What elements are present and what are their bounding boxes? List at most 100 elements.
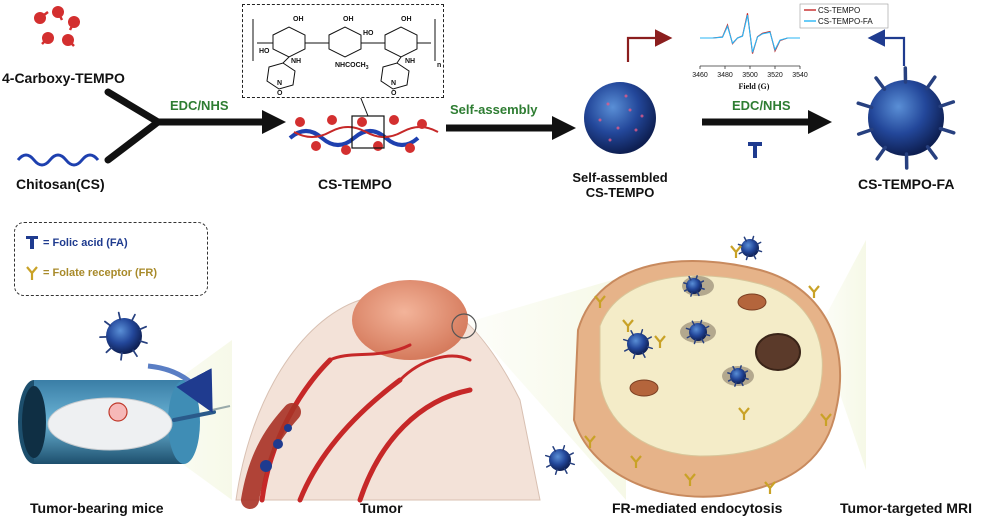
edc-nhs-arrow-2 xyxy=(702,110,832,134)
chem-nh-1: NH xyxy=(291,58,301,65)
label-1h: 1h xyxy=(922,476,937,490)
cs-tempo-fa-nanoparticle-icon xyxy=(856,66,956,170)
fa-ligand-spike xyxy=(756,241,762,246)
fa-ligand-spike xyxy=(734,381,737,387)
legend-folate-receptor: = Folate receptor (FR) xyxy=(43,267,157,279)
injection-arrow xyxy=(147,363,213,413)
fa-ligand-spike xyxy=(874,76,887,91)
chemical-structure-drawing: OH OH OH HO HO NH NH NHCOCH3 n N N O O xyxy=(252,16,441,97)
legend-box: = Folic acid (FA) = Folate receptor (FR) xyxy=(14,222,208,296)
fa-ligand-spike xyxy=(117,311,122,321)
label-self-assembled-line2: CS-TEMPO xyxy=(585,185,655,200)
fa-ligand-spike xyxy=(938,126,956,135)
epr-series-line xyxy=(700,14,800,53)
fa-ligand-spike xyxy=(683,288,689,292)
chem-n-subscript: n xyxy=(437,62,441,69)
epr-red-arrow xyxy=(626,29,673,62)
label-cs-tempo: CS-TEMPO xyxy=(318,176,392,192)
edc-nhs-arrow-1 xyxy=(104,88,266,164)
epr-x-tick-label: 3500 xyxy=(742,72,758,79)
chem-ho-1: HO xyxy=(259,48,270,55)
fa-ligand-spike xyxy=(756,249,763,253)
folate-receptor-icon xyxy=(584,435,596,448)
epr-x-tick-label: 3460 xyxy=(692,72,708,79)
fa-ligand-spike xyxy=(691,320,696,326)
carboxy-tempo-molecules-icon xyxy=(34,6,80,47)
chem-n-radical-1: N xyxy=(277,80,282,87)
fa-ligand-spike xyxy=(104,320,112,327)
mri-pointer-arrow-2 xyxy=(959,387,982,423)
chem-nh-2: NH xyxy=(405,58,415,65)
label-self-assembled-line1: Self-assembled xyxy=(572,170,668,185)
fa-ligand-spike xyxy=(630,330,635,336)
fa-ligand-spike xyxy=(641,352,646,358)
fa-ligand-spike xyxy=(699,280,705,284)
folate-receptor-icon xyxy=(622,319,634,332)
fa-ligand-spike xyxy=(688,275,692,281)
fa-ligand-spike xyxy=(139,340,148,344)
chitosan-chain-icon xyxy=(16,153,100,167)
fa-ligand-spike xyxy=(699,319,703,326)
tumor-tissue-icon xyxy=(235,280,541,509)
folate-receptor-icon xyxy=(808,285,820,298)
fa-ligand-spike xyxy=(624,347,630,352)
fa-ligand-spike xyxy=(132,349,138,358)
fa-ligand-spike xyxy=(856,101,874,110)
chem-oh-2: OH xyxy=(343,16,354,23)
folate-receptor-icon xyxy=(764,481,776,494)
fa-ligand-spike xyxy=(743,370,749,374)
fa-ligand-spike xyxy=(743,236,748,242)
mouse-body xyxy=(47,397,173,451)
epr-x-tick-label: 3480 xyxy=(717,72,733,79)
fa-ligand-spike xyxy=(875,145,888,161)
label-self-assembled: Self-assembled CS-TEMPO xyxy=(566,170,674,200)
fa-ligand-spike xyxy=(704,333,711,337)
fa-ligand-spike xyxy=(562,444,566,452)
cell-nanoparticle xyxy=(622,328,654,360)
label-edc-nhs-2: EDC/NHS xyxy=(732,98,791,113)
cell-nanoparticle-core xyxy=(686,278,702,294)
cell-nanoparticle xyxy=(683,275,705,297)
fa-ligand-spike xyxy=(743,377,749,380)
fa-ligand-spike xyxy=(751,235,755,242)
fa-ligand-spike xyxy=(738,250,744,255)
fa-ligand-spike xyxy=(544,454,552,458)
cancer-cell-icon xyxy=(572,260,841,498)
fa-ligand-spike xyxy=(693,338,697,345)
label-self-assembly: Self-assembly xyxy=(450,102,538,117)
epr-legend-label-2: CS-TEMPO-FA xyxy=(818,17,873,26)
chem-o-radical-2: O xyxy=(391,90,397,97)
folate-receptor-icon xyxy=(738,407,750,420)
fa-ligand-spike xyxy=(563,468,568,474)
fa-ligand-spike xyxy=(685,327,692,331)
fa-ligand-spike xyxy=(690,291,693,297)
folate-receptor-icon xyxy=(730,245,742,258)
epr-legend-label-1: CS-TEMPO xyxy=(818,6,860,15)
chem-oh-3: OH xyxy=(401,16,412,23)
cs-tempo-polymer-icon xyxy=(288,95,439,155)
fa-ligand-spike xyxy=(632,352,636,360)
fa-ligand-spike xyxy=(640,328,644,336)
label-fr-endocytosis: FR-mediated endocytosis xyxy=(612,500,783,516)
folate-receptor-icon xyxy=(630,455,642,468)
fa-ligand-spike xyxy=(727,372,733,375)
injected-nanoparticle-icon xyxy=(99,311,148,361)
fa-ligand-spike xyxy=(622,338,630,342)
chem-nhcoch3: NHCOCH3 xyxy=(335,62,369,71)
fa-ligand-spike xyxy=(568,462,576,466)
fa-ligand-spike xyxy=(925,145,938,160)
fa-ligand-spike xyxy=(699,287,705,290)
cell-nanoparticle xyxy=(727,365,749,387)
fa-ligand-spike xyxy=(695,275,698,281)
chemical-structure-box: OH OH OH HO HO NH NH NHCOCH3 n N N O O xyxy=(242,4,444,98)
fa-ligand-spike xyxy=(745,254,749,261)
internalized-nanoparticles xyxy=(544,235,763,476)
cell-nanoparticle xyxy=(737,235,763,261)
fa-ligand-spike xyxy=(683,282,689,285)
legend-folic-acid: = Folic acid (FA) xyxy=(43,237,128,249)
fa-ligand-spike xyxy=(686,334,692,339)
fa-ligand-spike xyxy=(732,365,736,371)
epr-navy-arrow xyxy=(867,29,906,66)
